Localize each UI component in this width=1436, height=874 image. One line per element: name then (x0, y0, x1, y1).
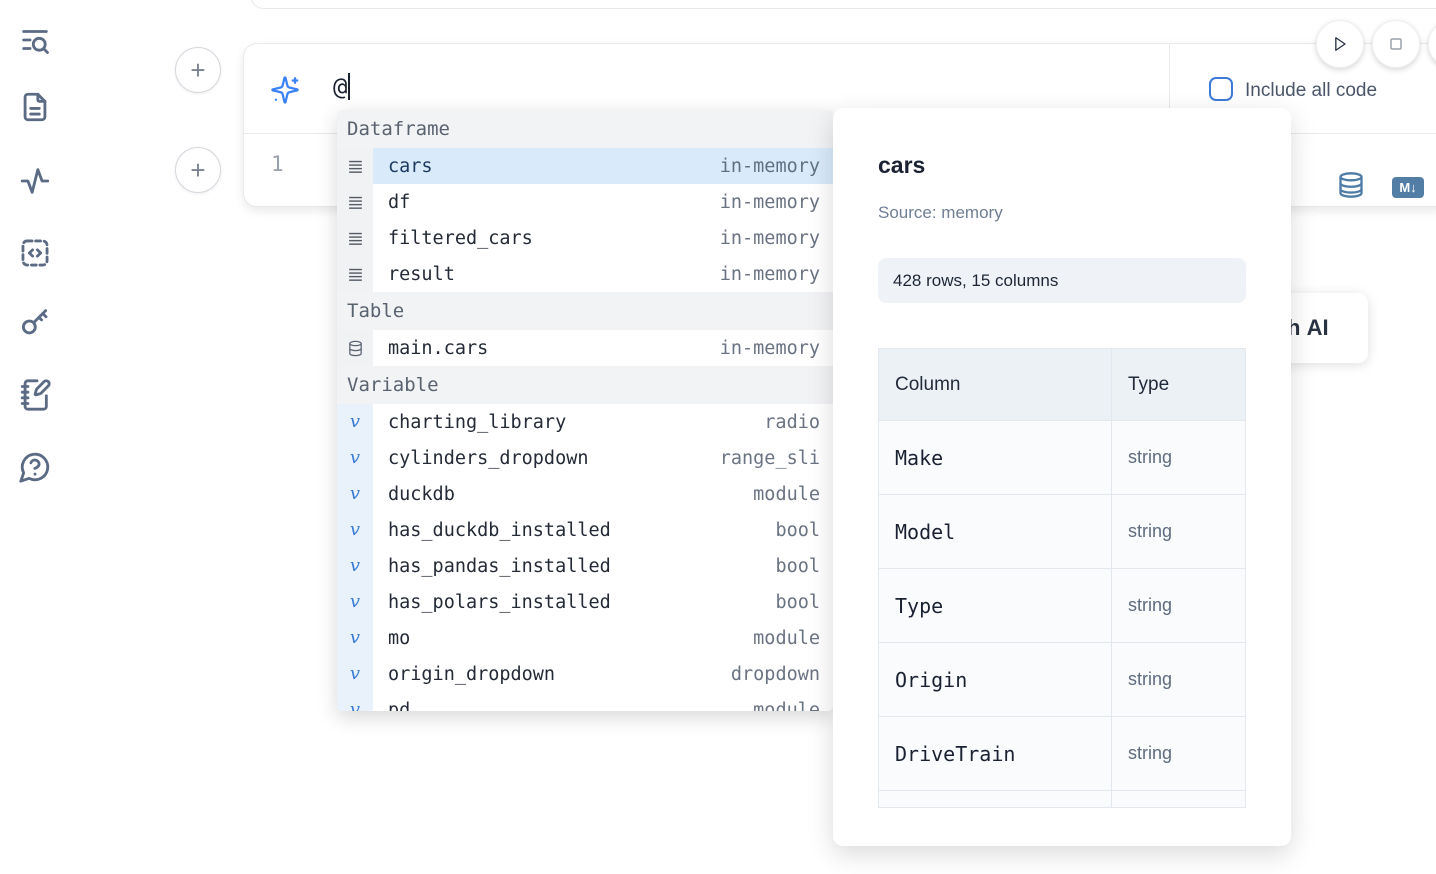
section-header-variable: Variable (337, 366, 833, 404)
dataframe-icon (337, 184, 373, 220)
text-caret (348, 73, 351, 100)
schema-row: Make string (879, 421, 1245, 495)
notebook-pen-icon[interactable] (18, 378, 54, 414)
variable-icon: v (337, 548, 373, 584)
column-header: Column (879, 349, 1112, 420)
preview-title: cars (878, 152, 926, 178)
variable-icon: v (337, 512, 373, 548)
run-cell-button[interactable] (1316, 20, 1364, 68)
database-output-icon[interactable] (1337, 171, 1365, 199)
section-header-dataframe: Dataframe (337, 110, 833, 148)
dataframe-icon (337, 148, 373, 184)
include-all-code-checkbox[interactable] (1209, 77, 1233, 101)
dataframe-icon (337, 256, 373, 292)
ai-prompt-input[interactable]: @ (333, 73, 351, 101)
schema-row: Origin string (879, 643, 1245, 717)
dataframe-preview-panel: cars Source: memory 428 rows, 15 columns… (833, 108, 1291, 846)
variable-icon: v (337, 404, 373, 440)
key-icon[interactable] (18, 305, 54, 341)
activity-icon[interactable] (18, 164, 54, 200)
variable-icon: v (337, 656, 373, 692)
add-cell-below-button[interactable]: + (175, 147, 221, 193)
schema-row: Type string (879, 569, 1245, 643)
add-cell-above-button[interactable]: + (175, 47, 221, 93)
schema-header-row: Column Type (879, 349, 1245, 421)
schema-table: Column Type Make string Model string Typ… (878, 348, 1246, 808)
list-search-icon[interactable] (18, 23, 54, 59)
sparkles-icon (269, 74, 301, 106)
variable-icon: v (337, 692, 373, 711)
variable-icon: v (337, 476, 373, 512)
file-text-icon[interactable] (18, 90, 54, 126)
previous-cell-edge (250, 0, 1436, 9)
type-header: Type (1128, 373, 1170, 395)
database-icon (337, 330, 373, 366)
schema-row-partial (879, 791, 1245, 807)
code-snippet-icon[interactable] (18, 236, 54, 272)
shape-badge: 428 rows, 15 columns (878, 258, 1246, 303)
preview-source: Source: memory (878, 203, 1003, 222)
section-header-table: Table (337, 292, 833, 330)
dataframe-icon (337, 220, 373, 256)
schema-row: Model string (879, 495, 1245, 569)
variable-icon: v (337, 620, 373, 656)
schema-row: DriveTrain string (879, 717, 1245, 791)
line-number: 1 (271, 152, 284, 176)
variable-icon: v (337, 584, 373, 620)
include-all-code-label: Include all code (1245, 80, 1378, 101)
help-chat-icon[interactable] (18, 450, 54, 486)
markdown-badge-icon[interactable]: M↓ (1392, 177, 1424, 198)
stop-button[interactable] (1372, 20, 1420, 68)
variable-icon: v (337, 440, 373, 476)
divider (1169, 44, 1170, 134)
